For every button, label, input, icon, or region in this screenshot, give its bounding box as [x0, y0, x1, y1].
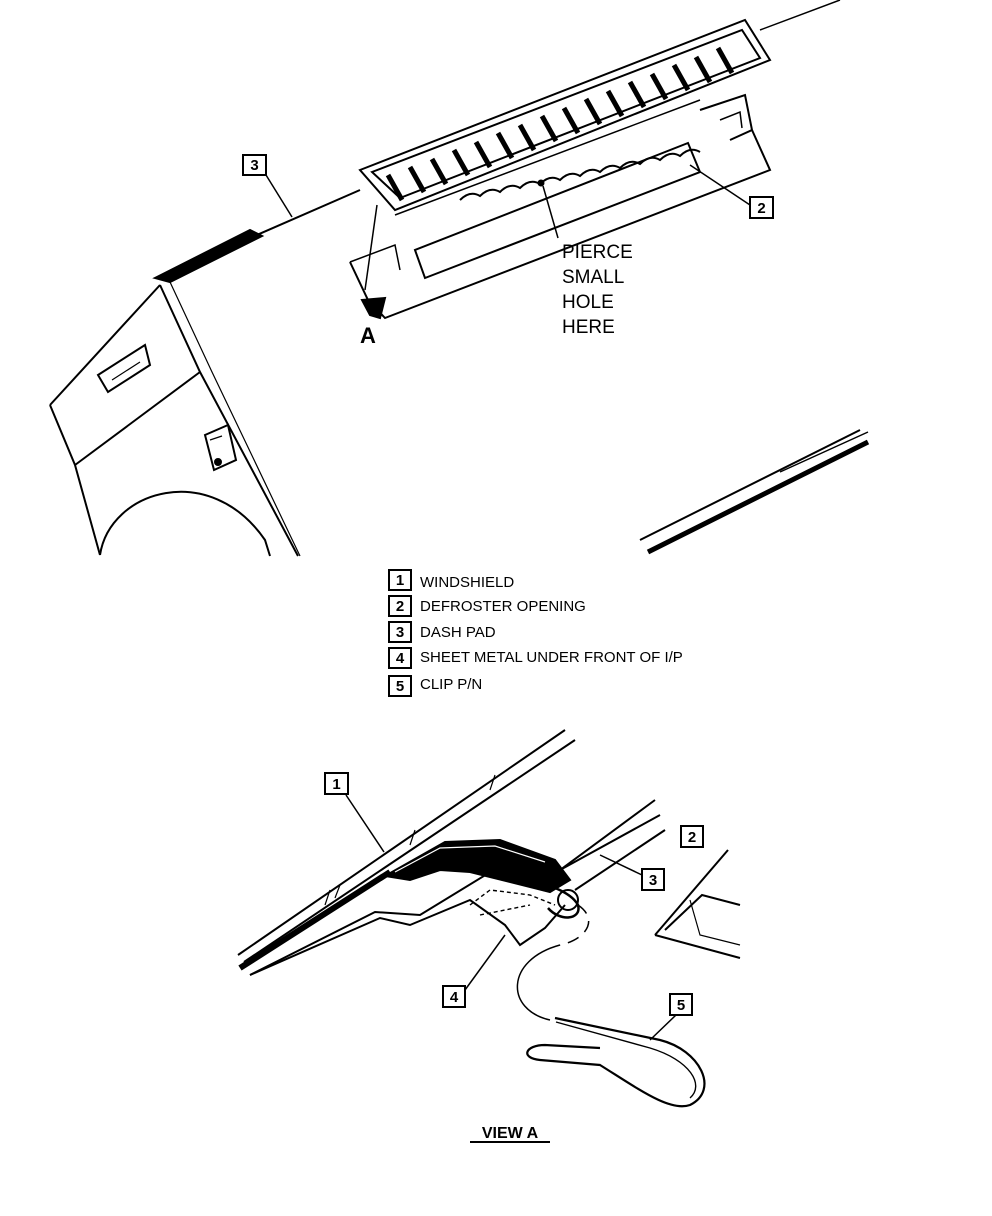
legend-label: DEFROSTER OPENING — [420, 598, 586, 615]
view-a-title: VIEW A — [470, 1125, 550, 1143]
legend-number: 4 — [396, 650, 405, 667]
callout-defroster-view: 2 — [680, 825, 704, 848]
legend-item-defroster-opening: 2 DEFROSTER OPENING — [388, 595, 586, 617]
view-a-marker: A — [360, 323, 376, 348]
legend-label: DASH PAD — [420, 624, 496, 641]
callout-dash-pad-top: 3 — [242, 154, 267, 176]
legend-label: WINDSHIELD — [420, 574, 514, 591]
dash-assembly-illustration — [49, 0, 870, 557]
callout-number: 3 — [250, 157, 258, 174]
legend-number: 5 — [396, 678, 404, 695]
legend-item-dash-pad: 3 DASH PAD — [388, 621, 496, 643]
legend-item-sheet-metal: 4 SHEET METAL UNDER FRONT OF I/P — [388, 647, 683, 669]
callout-number: 1 — [332, 776, 340, 793]
view-title-text: VIEW A — [482, 1125, 539, 1142]
callout-clip-view: 5 — [669, 993, 693, 1016]
callout-number: 5 — [677, 997, 685, 1014]
legend-label: SHEET METAL UNDER FRONT OF I/P — [420, 649, 683, 666]
pierce-note-line: SMALL — [562, 267, 624, 288]
callout-defroster-top: 2 — [749, 196, 774, 219]
legend-number: 1 — [396, 572, 404, 589]
legend-number: 2 — [396, 598, 404, 615]
legend-item-windshield: 1 WINDSHIELD — [388, 569, 514, 591]
view-a-illustration — [237, 729, 741, 1108]
pierce-note-line: HOLE — [562, 292, 614, 313]
callout-dash-pad-view: 3 — [641, 868, 665, 891]
legend: 1 WINDSHIELD 2 DEFROSTER OPENING 3 DASH … — [388, 569, 683, 697]
callout-number: 4 — [450, 989, 459, 1006]
legend-number: 3 — [396, 624, 404, 641]
callout-windshield-view: 1 — [324, 772, 349, 795]
callout-number: 3 — [649, 872, 657, 889]
legend-label: CLIP P/N — [420, 676, 482, 693]
callout-number: 2 — [757, 200, 765, 217]
legend-item-clip: 5 CLIP P/N — [388, 675, 482, 697]
callout-number: 2 — [688, 829, 696, 846]
defroster-grille — [265, 18, 772, 320]
pierce-note-line: PIERCE — [562, 242, 633, 263]
pierce-note-line: HERE — [562, 317, 615, 338]
pierce-note: PIERCE SMALL HOLE HERE — [562, 242, 633, 338]
callout-sheet-metal-view: 4 — [442, 985, 466, 1008]
